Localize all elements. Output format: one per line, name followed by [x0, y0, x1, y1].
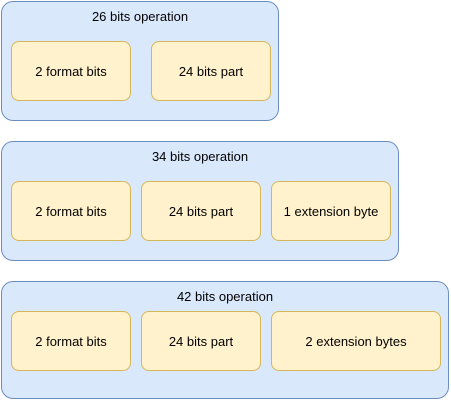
operation-34-bits-title: 34 bits operation	[151, 149, 249, 164]
extension-bytes-field: 2 extension bytes	[271, 311, 441, 371]
operation-26-bits-container: 26 bits operation 2 format bits 24 bits …	[1, 1, 279, 121]
format-bits-field: 2 format bits	[11, 181, 131, 241]
operation-34-bits-container: 34 bits operation 2 format bits 24 bits …	[1, 141, 399, 261]
operation-42-bits-title: 42 bits operation	[176, 289, 274, 304]
format-bits-field: 2 format bits	[11, 311, 131, 371]
bits-part-field: 24 bits part	[141, 181, 261, 241]
bits-part-field: 24 bits part	[151, 41, 271, 101]
operation-42-bits-container: 42 bits operation 2 format bits 24 bits …	[1, 281, 449, 399]
extension-byte-field: 1 extension byte	[271, 181, 391, 241]
format-bits-field: 2 format bits	[11, 41, 131, 101]
bits-part-field: 24 bits part	[141, 311, 261, 371]
operation-26-bits-title: 26 bits operation	[91, 9, 189, 24]
